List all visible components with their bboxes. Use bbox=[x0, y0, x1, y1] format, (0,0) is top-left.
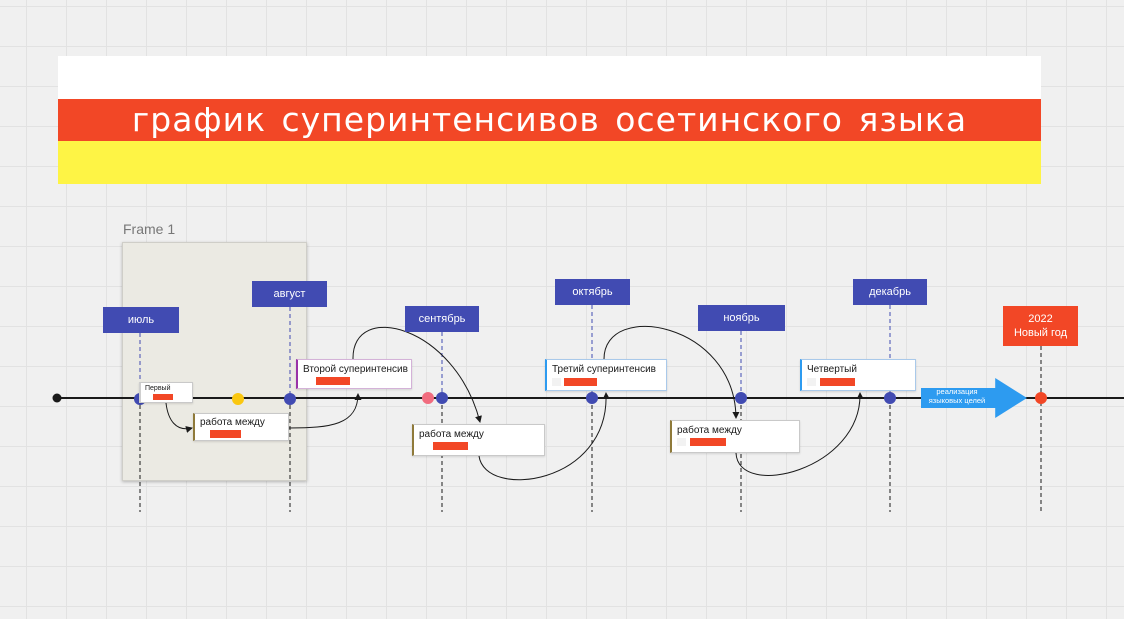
connectors bbox=[165, 325, 864, 481]
month-tag-august[interactable]: август bbox=[252, 281, 327, 307]
card-work-between-3-tag bbox=[690, 438, 726, 446]
card-third-title: Третий суперинтенсив bbox=[552, 364, 656, 375]
page-title: график суперинтенсивов осетинского языка bbox=[131, 100, 968, 139]
card-fourth-title: Четвертый bbox=[807, 364, 857, 375]
card-work-between-1-tag bbox=[210, 430, 241, 438]
card-work-between-2-tag bbox=[433, 442, 468, 450]
card-work-between-3-title: работа между bbox=[677, 425, 742, 436]
new-year-tag[interactable]: 2022 Новый год bbox=[1003, 306, 1078, 346]
month-tag-december[interactable]: декабрь bbox=[853, 279, 927, 305]
banner-yellow-band bbox=[58, 141, 1041, 184]
card-work-between-1-title: работа между bbox=[200, 417, 265, 428]
card-first[interactable]: Первый bbox=[139, 382, 193, 403]
banner-red-band bbox=[58, 99, 1041, 141]
card-third[interactable]: Третий суперинтенсив bbox=[545, 359, 667, 391]
month-tag-september[interactable]: сентябрь bbox=[405, 306, 479, 332]
connector-third-work3 bbox=[603, 325, 740, 419]
node-pink bbox=[422, 392, 434, 404]
card-third-chip bbox=[552, 378, 561, 386]
card-fourth[interactable]: Четвертый bbox=[800, 359, 916, 391]
node-yellow bbox=[232, 393, 244, 405]
card-work-between-2-title: работа между bbox=[419, 429, 484, 440]
connector-second-work2 bbox=[352, 326, 482, 423]
card-second-tag bbox=[316, 377, 350, 385]
new-year-year: 2022 bbox=[1028, 313, 1053, 325]
month-tag-october[interactable]: октябрь bbox=[555, 279, 630, 305]
month-tag-july[interactable]: июль bbox=[103, 307, 179, 333]
connector-work2-third bbox=[478, 392, 610, 481]
timeline-start-dot bbox=[52, 393, 62, 403]
card-work-between-3-chip bbox=[677, 438, 686, 446]
title-banner: график суперинтенсивов осетинского языка bbox=[58, 56, 1041, 184]
month-tag-november[interactable]: ноябрь bbox=[698, 305, 785, 331]
card-fourth-tag bbox=[820, 378, 855, 386]
node-august bbox=[284, 393, 296, 405]
node-september bbox=[436, 392, 448, 404]
banner-white-band bbox=[58, 56, 1041, 99]
new-year-label: Новый год bbox=[1013, 327, 1068, 339]
node-october bbox=[586, 392, 598, 404]
frame-label[interactable]: Frame 1 bbox=[123, 221, 176, 237]
node-new-year bbox=[1035, 392, 1047, 404]
card-work-between-1[interactable]: работа между bbox=[193, 413, 289, 441]
card-fourth-chip bbox=[807, 378, 816, 386]
card-second[interactable]: Второй суперинтенсив bbox=[296, 359, 412, 389]
connector-work1-second bbox=[288, 393, 362, 429]
node-december bbox=[884, 392, 896, 404]
connector-work3-fourth bbox=[735, 392, 864, 476]
card-first-tag bbox=[153, 394, 173, 400]
card-first-title: Первый bbox=[145, 385, 171, 392]
connector-first-work1 bbox=[165, 402, 193, 433]
node-november bbox=[735, 392, 747, 404]
card-work-between-3[interactable]: работа между bbox=[670, 420, 800, 453]
card-second-title: Второй суперинтенсив bbox=[303, 364, 408, 375]
card-work-between-2[interactable]: работа между bbox=[412, 424, 545, 456]
goal-arrow-label: реализация языковых целей bbox=[928, 387, 986, 405]
lower-guides bbox=[139, 346, 1042, 512]
card-third-tag bbox=[564, 378, 597, 386]
